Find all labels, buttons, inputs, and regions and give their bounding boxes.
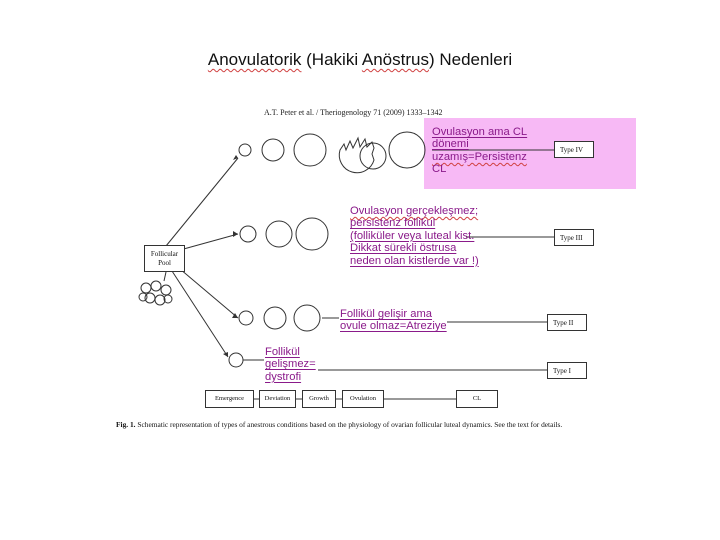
stage-growth: Growth: [302, 390, 336, 408]
annotation-line: ovule olmaz=Atreziye: [340, 320, 447, 333]
annotation-line: gelişmez=: [265, 358, 316, 371]
arrow-type2: [179, 268, 239, 319]
annotation-line: Ovulasyon gerçekleşmez;: [350, 205, 479, 217]
arrowhead: [223, 352, 228, 357]
title-part-end: ) Nedenleri: [428, 50, 513, 69]
arrow-type1: [171, 270, 229, 358]
type-ii-box: Type II: [547, 314, 587, 331]
ruptured-follicle: [338, 136, 375, 174]
annotation-line: persistenz follikul: [350, 217, 436, 230]
pool-follicle: [150, 280, 162, 292]
type4-highlight: [424, 118, 636, 189]
follicle: [265, 220, 293, 248]
annotation-line: CL: [432, 163, 447, 176]
pool-follicle: [154, 294, 166, 306]
annotation-line: uzamış=Persistenz: [432, 150, 527, 163]
annotation-type2: Follikül gelişir ama ovule olmaz=Atreziy…: [340, 308, 447, 333]
pool-label-line: Pool: [158, 259, 171, 267]
follicle: [293, 133, 327, 167]
type-iii-box: Type III: [554, 229, 594, 246]
type-iv-box: Type IV: [554, 141, 594, 158]
annotation-line: neden olan kistlerde var !): [350, 254, 479, 267]
pool-follicle: [140, 282, 152, 294]
pool-link: [163, 271, 167, 282]
annotation-type4: Ovulasyon ama CL dönemi uzamış=Persisten…: [432, 126, 527, 176]
arrowhead: [232, 313, 238, 318]
annotation-type3: Ovulasyon gerçekleşmez; persistenz folli…: [350, 205, 479, 267]
arrow-type4: [165, 157, 239, 247]
title-word-anostrus: Anöstrus: [361, 50, 429, 69]
annotation-type1: Follikül gelişmez= dystrofi: [265, 346, 316, 383]
corpus-luteum: [359, 142, 387, 170]
follicle: [239, 225, 257, 243]
caption-text: Schematic representation of types of ane…: [137, 420, 563, 429]
follicle: [238, 143, 252, 157]
follicle: [228, 352, 244, 368]
stage-cl: CL: [456, 390, 498, 408]
annotation-line: dystrofi: [265, 370, 302, 383]
arrow-type3: [179, 233, 239, 251]
figure-citation: A.T. Peter et al. / Theriogenology 71 (2…: [264, 108, 443, 117]
figure-caption: Fig. 1. Schematic representation of type…: [116, 420, 621, 430]
arrowhead: [233, 231, 238, 237]
follicle: [263, 306, 287, 330]
stage-deviation: Deviation: [259, 390, 296, 408]
annotation-line: Ovulasyon ama CL: [432, 126, 528, 138]
type-i-box: Type I: [547, 362, 587, 379]
title-part: (Hakiki: [301, 50, 362, 69]
follicle: [238, 310, 254, 326]
stage-ovulation: Ovulation: [342, 390, 384, 408]
pool-follicle: [160, 284, 172, 296]
caption-label: Fig. 1.: [116, 420, 136, 429]
annotation-line: dönemi: [432, 138, 469, 151]
stage-emergence: Emergence: [205, 390, 254, 408]
follicular-pool-box: Follicular Pool: [144, 245, 185, 272]
page-title: Anovulatorik (Hakiki Anöstrus) Nedenleri: [0, 50, 720, 70]
follicle: [295, 217, 329, 251]
persistent-cl: [388, 131, 426, 169]
annotation-line: Dikkat sürekli östrusa: [350, 242, 457, 255]
pool-label-line: Follicular: [150, 250, 179, 258]
annotation-line: Follikül gelişir ama: [340, 308, 433, 320]
arrowhead: [233, 155, 238, 160]
annotation-line: Follikül: [265, 346, 300, 358]
annotation-line: (folliküler veya luteal kist.: [350, 229, 475, 242]
title-word-anovulatorik: Anovulatorik: [207, 50, 302, 69]
follicle: [261, 138, 285, 162]
follicle: [293, 304, 321, 332]
pool-follicle: [138, 292, 148, 302]
pool-follicle: [163, 294, 173, 304]
